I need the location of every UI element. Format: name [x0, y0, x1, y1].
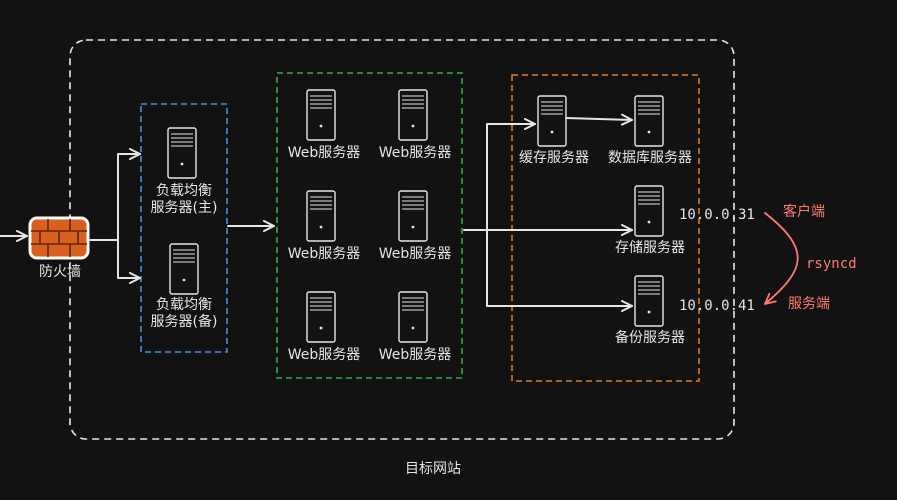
- arrow-right-icon: [486, 229, 633, 312]
- rsync-arrow: [764, 212, 799, 305]
- firewall-label: 防火墙: [39, 264, 81, 280]
- server-icon: [537, 95, 567, 147]
- web-server-label: Web服务器: [287, 246, 361, 262]
- server-icon: [398, 89, 428, 141]
- lb-backup-label-line1: 负载均衡: [156, 297, 212, 313]
- load-balancer-group: [140, 103, 228, 353]
- server-icon: [306, 89, 336, 141]
- cache-server-label: 缓存服务器: [519, 150, 589, 166]
- web-server-label: Web服务器: [378, 246, 452, 262]
- client-label: 客户端: [783, 204, 825, 220]
- database-server-label: 数据库服务器: [608, 150, 692, 166]
- rsyncd-label: rsyncd: [806, 256, 857, 272]
- server-icon: [306, 291, 336, 343]
- lb-main-label-line2: 服务器(主): [150, 200, 218, 216]
- backend-group: [511, 74, 700, 382]
- backup-server-label: 备份服务器: [615, 330, 685, 346]
- web-server-label: Web服务器: [287, 145, 361, 161]
- server-icon: [634, 95, 664, 147]
- lb-backup-label-line2: 服务器(备): [150, 314, 218, 330]
- arrow-right-icon: [486, 118, 536, 231]
- lb-main-label-line1: 负载均衡: [156, 183, 212, 199]
- storage-ip-label: 10.0.0.31: [679, 207, 755, 223]
- web-server-label: Web服务器: [287, 347, 361, 363]
- server-icon: [634, 185, 664, 237]
- backup-ip-label: 10.0.0.41: [679, 298, 755, 314]
- server-icon: [398, 291, 428, 343]
- server-icon: [398, 190, 428, 242]
- server-icon: [306, 190, 336, 242]
- web-server-group: [276, 72, 463, 379]
- server-side-label: 服务端: [788, 296, 830, 312]
- arrow-right-icon: [117, 148, 141, 241]
- server-icon: [167, 127, 197, 179]
- arrow-right-icon: [565, 113, 633, 126]
- web-server-label: Web服务器: [378, 347, 452, 363]
- web-server-label: Web服务器: [378, 145, 452, 161]
- brick-wall-icon: [28, 216, 90, 260]
- server-icon: [634, 275, 664, 327]
- storage-server-label: 存储服务器: [615, 240, 685, 256]
- server-icon: [169, 243, 199, 295]
- target-site-label: 目标网站: [405, 461, 461, 477]
- arrow-right-icon: [117, 239, 141, 284]
